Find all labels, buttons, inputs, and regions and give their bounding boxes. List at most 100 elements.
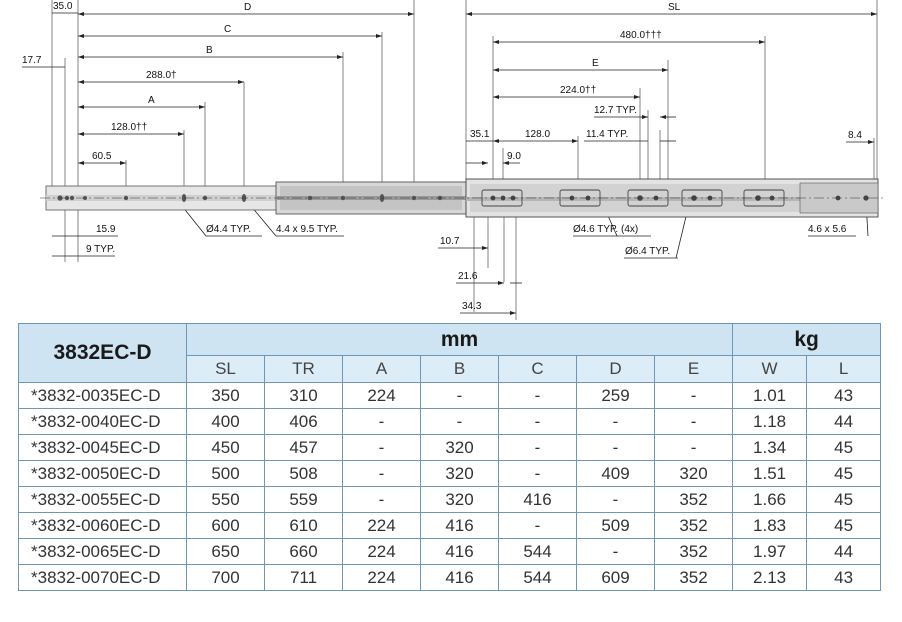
right-dimension-lines bbox=[438, 13, 877, 314]
value-cell-d: 409 bbox=[576, 460, 655, 487]
value-cell-l: 43 bbox=[806, 382, 882, 409]
value-cell-tr: 559 bbox=[264, 486, 343, 513]
slide-dimension-drawing: 35.0 D SL C 17.7 B 288.0† A 128.0†† 60.5… bbox=[22, 0, 884, 320]
value-cell-sl: 450 bbox=[186, 434, 265, 461]
dim-E: E bbox=[592, 58, 599, 69]
value-cell-tr: 457 bbox=[264, 434, 343, 461]
dim-11-4: 11.4 TYP. bbox=[586, 129, 628, 140]
label-slot-4-6: 4.6 x 5.6 bbox=[808, 224, 847, 235]
value-cell-l: 45 bbox=[806, 460, 882, 487]
value-cell-e: 352 bbox=[653, 564, 734, 591]
value-cell-c: 416 bbox=[498, 486, 577, 513]
part-number-cell: *3832-0070EC-D bbox=[18, 564, 187, 591]
part-number-cell: *3832-0060EC-D bbox=[18, 512, 187, 539]
dim-SL: SL bbox=[668, 2, 681, 13]
dim-9-typ: 9 TYP. bbox=[86, 244, 115, 255]
left-dimension-lines bbox=[22, 12, 414, 257]
value-cell-c: - bbox=[498, 408, 577, 435]
column-header-d: D bbox=[576, 355, 655, 383]
dim-15-9: 15.9 bbox=[96, 224, 116, 235]
value-cell-b: 320 bbox=[420, 460, 499, 487]
dim-A: A bbox=[148, 95, 155, 106]
dim-34-3: 34.3 bbox=[462, 301, 482, 312]
value-cell-c: 544 bbox=[498, 564, 577, 591]
part-number-cell: *3832-0050EC-D bbox=[18, 460, 187, 487]
value-cell-l: 44 bbox=[806, 408, 882, 435]
value-cell-sl: 500 bbox=[186, 460, 265, 487]
dim-9-0: 9.0 bbox=[507, 151, 521, 162]
value-cell-a: 224 bbox=[342, 512, 421, 539]
value-cell-a: - bbox=[342, 486, 421, 513]
left-extension-lines bbox=[51, 0, 415, 262]
dim-224: 224.0†† bbox=[560, 85, 596, 96]
dim-60-5: 60.5 bbox=[92, 151, 112, 162]
value-cell-b: 416 bbox=[420, 512, 499, 539]
spec-table: 3832EC-D mm kg SL TR A B C D E W L *3832… bbox=[18, 323, 882, 591]
right-arrowheads bbox=[466, 12, 877, 315]
part-number-cell: *3832-0040EC-D bbox=[18, 408, 187, 435]
column-header-tr: TR bbox=[264, 355, 343, 383]
value-cell-l: 44 bbox=[806, 538, 882, 565]
value-cell-e: - bbox=[653, 382, 734, 409]
value-cell-d: - bbox=[576, 434, 655, 461]
value-cell-tr: 310 bbox=[264, 382, 343, 409]
dim-35-1: 35.1 bbox=[470, 129, 490, 140]
dimension-labels: 35.0 D SL C 17.7 B 288.0† A 128.0†† 60.5… bbox=[22, 1, 862, 312]
value-cell-e: 352 bbox=[653, 512, 734, 539]
value-cell-w: 2.13 bbox=[732, 564, 808, 591]
value-cell-b: - bbox=[420, 408, 499, 435]
label-hole-4-4: Ø4.4 TYP. bbox=[206, 224, 251, 235]
dim-8-4: 8.4 bbox=[848, 130, 862, 141]
value-cell-b: 320 bbox=[420, 434, 499, 461]
column-header-w: W bbox=[732, 355, 808, 383]
dim-D: D bbox=[244, 2, 251, 13]
dim-128-left: 128.0†† bbox=[111, 122, 147, 133]
value-cell-b: 416 bbox=[420, 564, 499, 591]
value-cell-c: - bbox=[498, 434, 577, 461]
value-cell-sl: 600 bbox=[186, 512, 265, 539]
column-header-l: L bbox=[806, 355, 882, 383]
dim-480: 480.0††† bbox=[620, 30, 662, 41]
table-column-header-row: SL TR A B C D E W L bbox=[19, 355, 882, 383]
label-slot-4-4: 4.4 x 9.5 TYP. bbox=[276, 224, 338, 235]
value-cell-tr: 406 bbox=[264, 408, 343, 435]
value-cell-sl: 550 bbox=[186, 486, 265, 513]
value-cell-d: 609 bbox=[576, 564, 655, 591]
value-cell-b: 416 bbox=[420, 538, 499, 565]
value-cell-tr: 660 bbox=[264, 538, 343, 565]
value-cell-sl: 400 bbox=[186, 408, 265, 435]
part-number-cell: *3832-0035EC-D bbox=[18, 382, 187, 409]
value-cell-sl: 700 bbox=[186, 564, 265, 591]
label-hole-4-6: Ø4.6 TYP. (4x) bbox=[573, 224, 638, 235]
model-heading: 3832EC-D bbox=[18, 323, 187, 383]
value-cell-d: 509 bbox=[576, 512, 655, 539]
value-cell-e: 320 bbox=[653, 460, 734, 487]
value-cell-sl: 350 bbox=[186, 382, 265, 409]
dim-B: B bbox=[206, 45, 213, 56]
right-extension-lines bbox=[465, 0, 878, 320]
value-cell-d: - bbox=[576, 408, 655, 435]
value-cell-d: - bbox=[576, 538, 655, 565]
value-cell-w: 1.18 bbox=[732, 408, 808, 435]
dim-288: 288.0† bbox=[146, 70, 177, 81]
value-cell-d: 259 bbox=[576, 382, 655, 409]
value-cell-b: 320 bbox=[420, 486, 499, 513]
value-cell-c: 544 bbox=[498, 538, 577, 565]
column-header-c: C bbox=[498, 355, 577, 383]
column-header-sl: SL bbox=[186, 355, 265, 383]
value-cell-a: 224 bbox=[342, 538, 421, 565]
value-cell-d: - bbox=[576, 486, 655, 513]
value-cell-sl: 650 bbox=[186, 538, 265, 565]
part-number-cell: *3832-0045EC-D bbox=[18, 434, 187, 461]
value-cell-e: - bbox=[653, 434, 734, 461]
dim-12-7: 12.7 TYP. bbox=[594, 105, 637, 116]
value-cell-w: 1.51 bbox=[732, 460, 808, 487]
left-arrowheads bbox=[78, 12, 414, 165]
